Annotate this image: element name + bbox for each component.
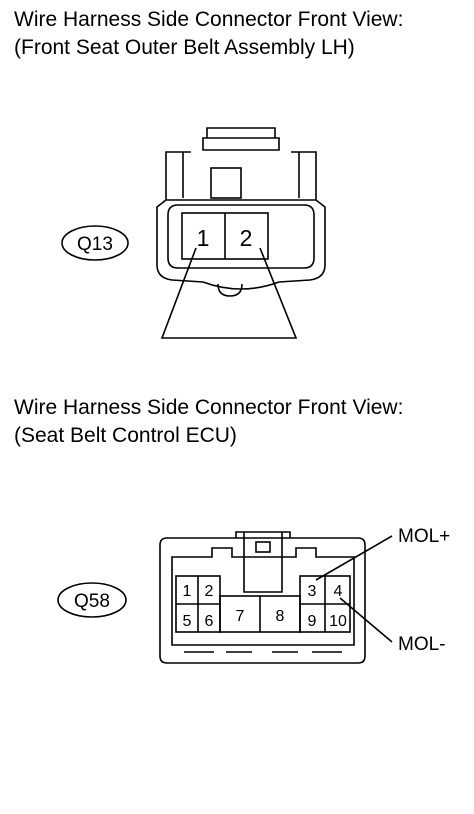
connector-q58-subtitle: (Seat Belt Control ECU) (14, 424, 237, 447)
q13-wire-loop (160, 247, 298, 339)
q58-pin-label: 9 (308, 613, 317, 630)
mol-minus-label: MOL- (398, 634, 446, 655)
q13-code-label: Q13 (77, 234, 113, 255)
q13-latch-base (202, 137, 280, 151)
q13-housing-outer (156, 199, 326, 290)
q58-housing-inner (171, 547, 355, 646)
q58-pin-label: 1 (183, 583, 192, 600)
q58-pin-label: 3 (308, 583, 317, 600)
q13-code-badge (61, 225, 129, 261)
mol-plus-label: MOL+ (398, 526, 450, 547)
q58-code-label: Q58 (74, 591, 110, 612)
q58-lock-tab (255, 541, 271, 553)
q58-pin-label: 5 (183, 613, 192, 630)
q13-pin-label: 2 (240, 225, 253, 251)
q58-lock-rim (235, 531, 291, 538)
mol-minus-leader (339, 597, 393, 643)
q58-pin-label: 4 (334, 583, 343, 600)
q58-pin-label: 10 (329, 613, 347, 630)
q58-pin-label: 2 (205, 583, 214, 600)
q13-left-arm (165, 151, 191, 200)
q13-pin-label: 1 (197, 225, 210, 251)
q13-housing-inner (167, 204, 315, 269)
q58-pin-label: 6 (205, 613, 214, 630)
connector-q13-caption: Wire Harness Side Connector Front View: … (14, 6, 403, 62)
connector-q13-subtitle: (Front Seat Outer Belt Assembly LH) (14, 36, 355, 59)
connector-q13 (156, 127, 326, 339)
q58-lock-body (243, 532, 283, 593)
q58-housing-outer (159, 537, 366, 664)
q13-right-arm (291, 151, 317, 200)
mol-plus-leader (315, 535, 393, 581)
connector-q58 (159, 531, 393, 664)
q13-latch-top (206, 127, 276, 138)
q58-code-badge (57, 582, 127, 618)
connector-q58-title: Wire Harness Side Connector Front View: (14, 396, 404, 419)
connector-q13-title: Wire Harness Side Connector Front View: (14, 8, 404, 31)
q13-lock-window (210, 167, 242, 199)
q13-bottom-key (217, 283, 243, 297)
q58-pin-label: 7 (236, 608, 245, 625)
connector-q58-caption: Wire Harness Side Connector Front View: … (14, 394, 403, 450)
q58-pin-label: 8 (276, 608, 285, 625)
